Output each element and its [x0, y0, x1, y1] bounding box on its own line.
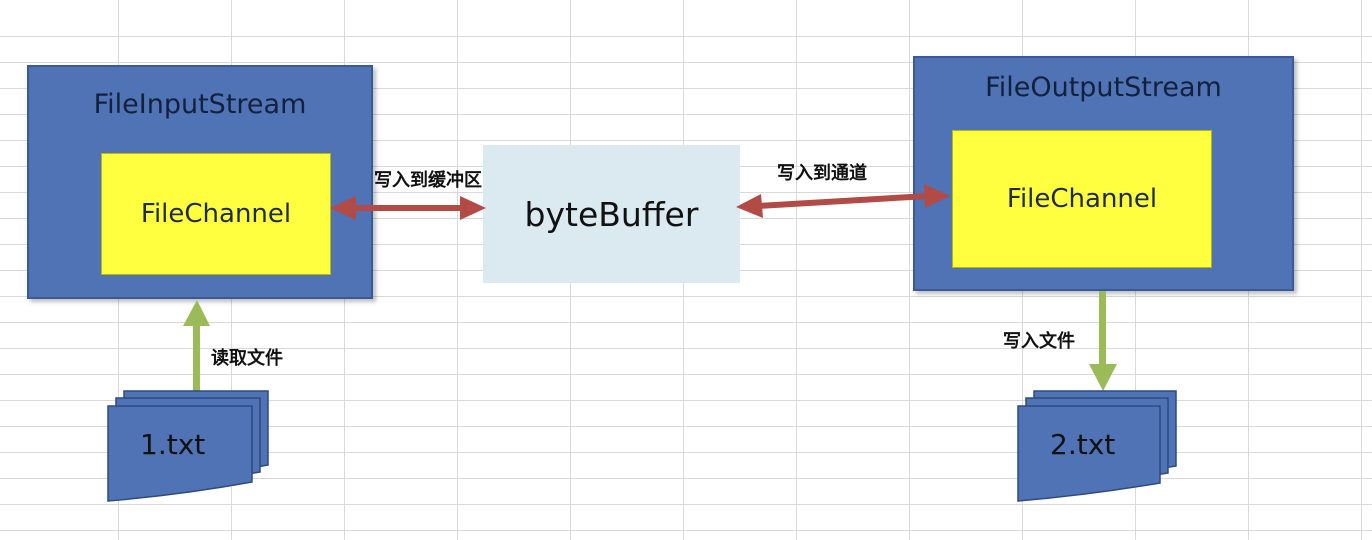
write-file-arrow	[1089, 291, 1117, 391]
grid-row-line	[0, 400, 1372, 401]
grid-row-line	[0, 322, 1372, 323]
file-input-stream-title: FileInputStream	[93, 89, 307, 120]
source-document-stack-icon	[107, 390, 269, 502]
grid-row-line	[0, 114, 1372, 115]
grid-row-line	[0, 62, 1372, 63]
label-write-to-buffer: 写入到缓冲区	[374, 170, 482, 191]
output-file-channel-box: FileChannel	[952, 130, 1212, 268]
grid-row-line	[0, 88, 1372, 89]
grid-row-line	[0, 374, 1372, 375]
label-write-file: 写入文件	[1003, 331, 1075, 352]
label-read-file: 读取文件	[211, 348, 283, 369]
grid-row-line	[0, 296, 1372, 297]
grid-row-line	[0, 348, 1372, 349]
grid-row-line	[0, 140, 1372, 141]
label-write-to-channel: 写入到通道	[777, 163, 867, 184]
double-arrow-channel-buffer	[330, 196, 486, 220]
target-file-name: 2.txt	[1050, 428, 1116, 461]
double-arrow-buffer-channel	[736, 184, 950, 218]
read-file-arrow	[183, 300, 210, 394]
grid-row-line	[0, 36, 1372, 37]
input-file-channel-box: FileChannel	[101, 153, 331, 275]
grid-row-line	[0, 478, 1372, 479]
grid-row-line	[0, 426, 1372, 427]
grid-row-line	[0, 504, 1372, 505]
byte-buffer-box: byteBuffer	[483, 145, 740, 283]
file-output-stream-box: FileOutputStream FileChannel	[913, 56, 1294, 291]
file-output-stream-title: FileOutputStream	[985, 72, 1222, 103]
grid-row-line	[0, 452, 1372, 453]
grid-row-line	[0, 530, 1372, 531]
target-document-stack-icon	[1017, 390, 1177, 502]
file-input-stream-box: FileInputStream FileChannel	[27, 65, 373, 299]
source-file-name: 1.txt	[140, 428, 206, 461]
